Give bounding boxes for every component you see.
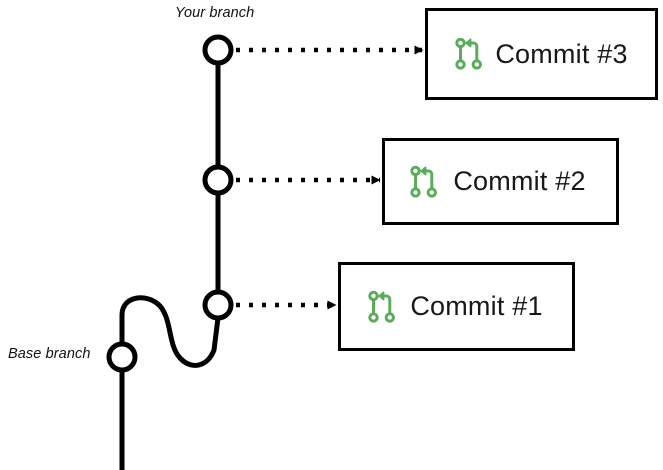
commit-card-3[interactable]: Commit #3	[425, 8, 658, 100]
commit-node-2[interactable]	[202, 164, 234, 196]
git-pull-request-icon	[410, 165, 437, 198]
commit-card-label-3: Commit #3	[495, 38, 628, 69]
base-branch-node[interactable]	[106, 341, 138, 373]
commit-card-1[interactable]: Commit #1	[338, 262, 575, 351]
your-branch-label: Your branch	[175, 5, 255, 21]
commit-node-1[interactable]	[202, 289, 234, 321]
commit-card-2[interactable]: Commit #2	[382, 138, 619, 225]
git-pull-request-icon	[368, 290, 395, 323]
commit-card-label-2: Commit #2	[453, 166, 586, 196]
commit-node-3[interactable]	[202, 34, 234, 66]
base-branch-merge-curve	[119, 295, 221, 368]
git-pull-request-icon	[455, 37, 482, 70]
commit-card-label-1: Commit #1	[410, 291, 543, 321]
base-branch-label: Base branch	[8, 346, 91, 362]
